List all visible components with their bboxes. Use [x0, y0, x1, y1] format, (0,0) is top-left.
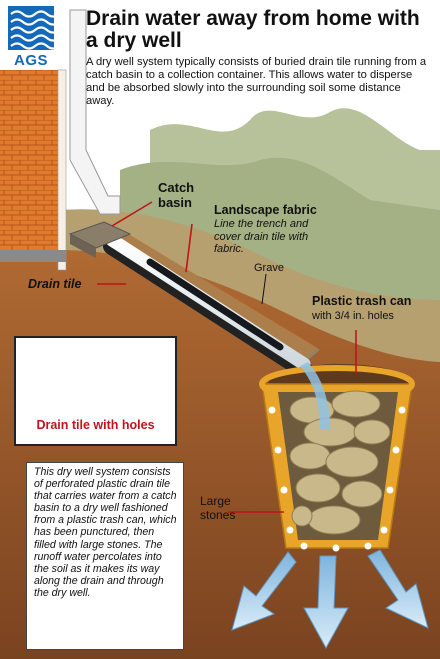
- intro-paragraph: A dry well system typically consists of …: [86, 56, 427, 107]
- inset-caption: Drain tile with holes: [36, 418, 155, 432]
- water-stream: [300, 362, 330, 430]
- label-gravel: Grave: [254, 262, 284, 274]
- label-large-stones: Large stones: [200, 494, 236, 522]
- gravel-leader: [261, 273, 267, 305]
- logo-text: AGS: [13, 52, 48, 69]
- seepage-arrows: [231, 549, 429, 650]
- label-trash-can: Plastic trash can: [312, 294, 412, 308]
- label-catch-basin: Catch basin: [158, 180, 195, 210]
- leader-lines: [97, 201, 357, 513]
- house-trim: [57, 69, 67, 271]
- catch-basin-side: [70, 234, 96, 258]
- description-box: This dry well system consists of perfora…: [26, 462, 184, 650]
- downspout: [69, 9, 121, 215]
- catch-basin: [68, 221, 132, 249]
- label-trash-can-note: with 3/4 in. holes: [312, 310, 394, 322]
- drain-tile-inset: Drain tile with holes: [14, 336, 177, 446]
- drain-pipe-dark: [146, 258, 284, 351]
- label-landscape-fabric-note: Line the trench and cover drain tile wit…: [214, 218, 309, 255]
- label-landscape-fabric: Landscape fabric: [214, 203, 317, 217]
- ags-logo: AGS: [8, 6, 54, 72]
- can-holes: [268, 406, 406, 552]
- page-title: Drain water away from home with a dry we…: [86, 7, 420, 52]
- water-waves-icon: [8, 6, 54, 50]
- house-foundation: [0, 250, 66, 262]
- label-drain-tile: Drain tile: [28, 277, 82, 291]
- house-wall: [0, 70, 60, 260]
- large-stones: [289, 390, 391, 535]
